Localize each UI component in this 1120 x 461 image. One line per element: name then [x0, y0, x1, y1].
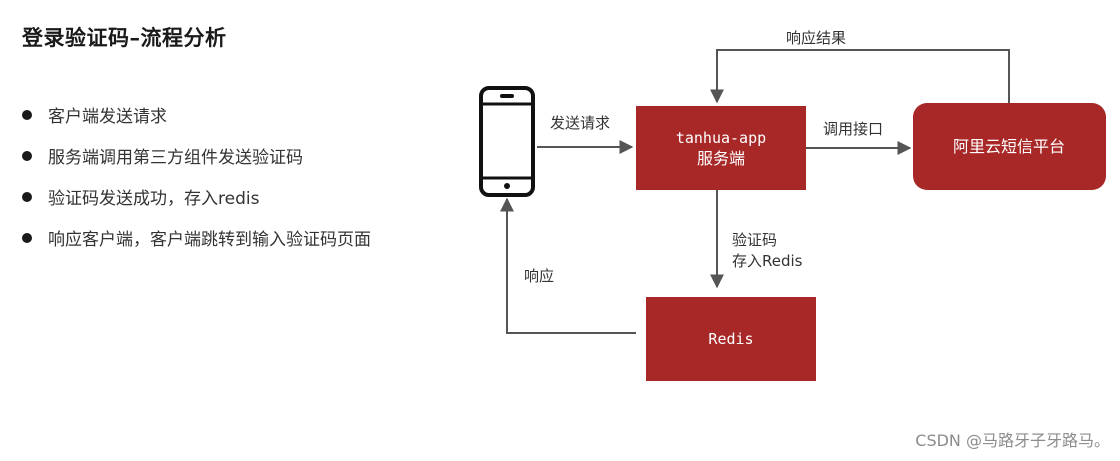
list-item: 响应客户端，客户端跳转到输入验证码页面 — [22, 217, 371, 258]
bullet-dot-icon — [22, 109, 32, 120]
response-result-label: 响应结果 — [786, 29, 846, 47]
watermark: CSDN @马路牙子牙路马。 — [915, 431, 1110, 450]
arrow-response-result — [710, 49, 1010, 104]
store-code-label-2: 存入Redis — [732, 252, 803, 270]
server-box-label-1: tanhua-app — [676, 129, 766, 147]
list-item: 验证码发送成功，存入redis — [22, 176, 371, 217]
redis-box — [646, 297, 816, 381]
bullet-dot-icon — [22, 191, 32, 202]
call-api-label: 调用接口 — [823, 120, 883, 138]
page-title: 登录验证码–流程分析 — [22, 25, 227, 50]
respond-label: 响应 — [524, 267, 554, 285]
bullet-text: 服务端调用第三方组件发送验证码 — [48, 148, 303, 168]
bullet-dot-icon — [22, 150, 32, 161]
bullet-dot-icon — [22, 232, 32, 243]
list-item: 服务端调用第三方组件发送验证码 — [22, 135, 371, 176]
mobile-phone-icon — [479, 86, 535, 197]
store-code-label-1: 验证码 — [732, 231, 777, 249]
list-item: 客户端发送请求 — [22, 94, 371, 135]
redis-box-label: Redis — [708, 330, 753, 348]
arrow-respond — [500, 197, 636, 334]
send-request-label: 发送请求 — [550, 114, 610, 132]
server-box-label-2: 服务端 — [697, 149, 745, 168]
bullet-text: 响应客户端，客户端跳转到输入验证码页面 — [48, 230, 371, 250]
aliyun-sms-box-label: 阿里云短信平台 — [953, 137, 1065, 156]
server-box — [636, 106, 806, 190]
bullet-text: 客户端发送请求 — [48, 107, 167, 127]
aliyun-sms-box — [913, 103, 1106, 190]
bullet-list: 客户端发送请求 服务端调用第三方组件发送验证码 验证码发送成功，存入redis … — [22, 94, 371, 258]
bullet-text: 验证码发送成功，存入redis — [48, 189, 260, 209]
